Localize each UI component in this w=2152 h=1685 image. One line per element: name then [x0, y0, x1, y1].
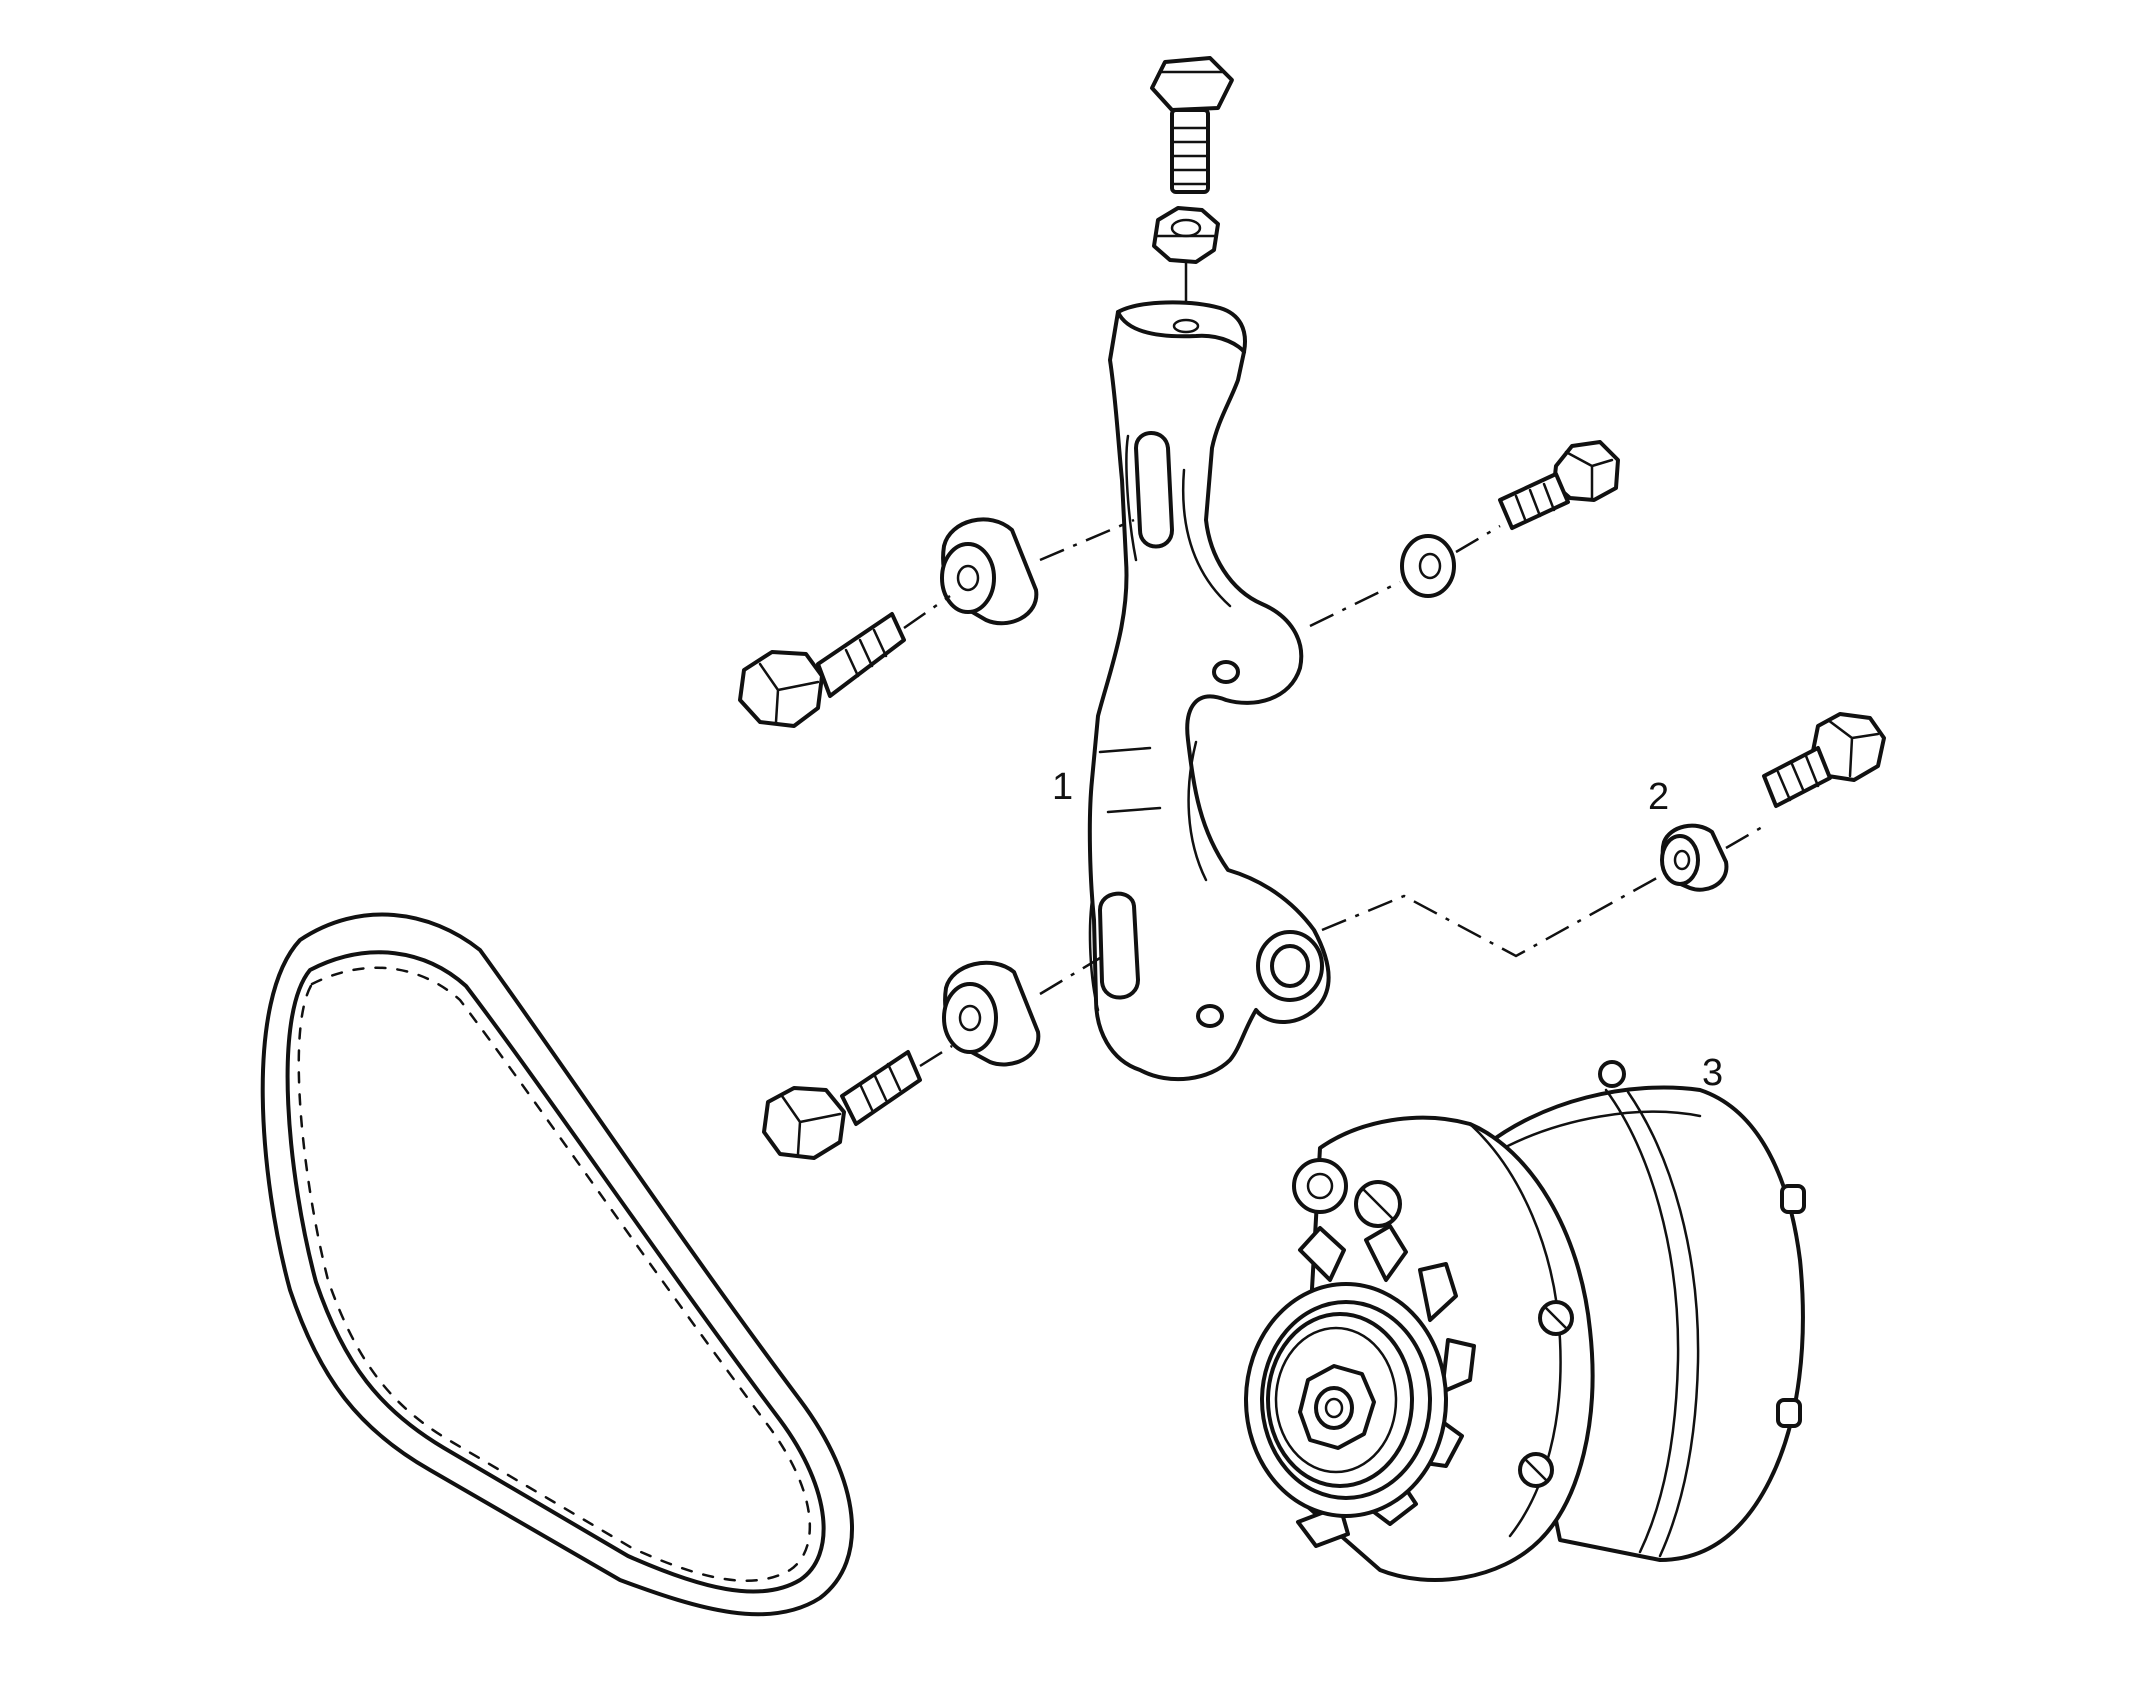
right-axis-line [1321, 824, 1765, 958]
lower-left-axis-line [919, 956, 1101, 1068]
upper-left-spacer [940, 517, 1039, 626]
callout-bracket: 1 [1052, 766, 1074, 808]
lower-left-spacer [942, 960, 1041, 1067]
lower-left-bolt [762, 1050, 922, 1160]
top-nut [1152, 206, 1220, 264]
upper-left-bolt [738, 612, 906, 728]
right-spacer [1660, 823, 1729, 892]
callout-spacer: 2 [1648, 776, 1670, 818]
callout-alternator: 3 [1702, 1052, 1724, 1094]
upper-right-axis-line [1309, 524, 1501, 628]
right-bolt [1762, 712, 1886, 808]
upper-right-bolt [1498, 440, 1620, 530]
mounting-bracket [1087, 300, 1331, 1082]
top-bolt [1150, 56, 1234, 194]
alternator [1244, 1060, 1806, 1582]
toothed-belt [260, 912, 855, 1617]
upper-left-axis-line [903, 518, 1135, 630]
upper-right-washer [1400, 534, 1456, 598]
